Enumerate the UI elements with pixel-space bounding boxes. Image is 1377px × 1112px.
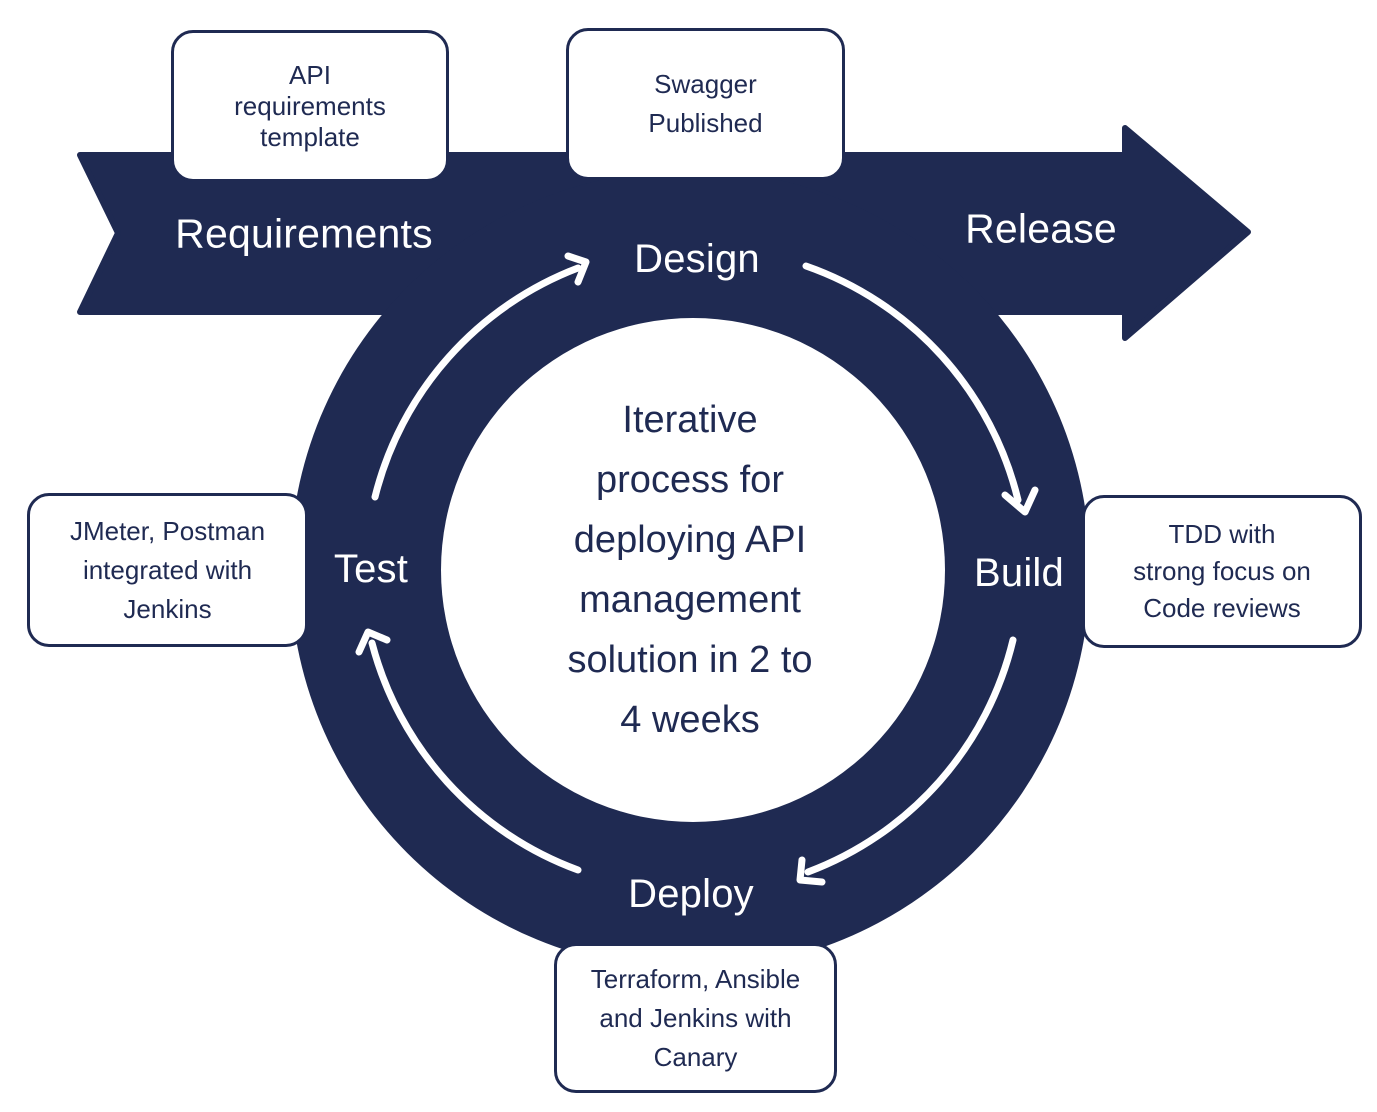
- arrowhead-build: [1001, 486, 1039, 516]
- arrowhead-design: [564, 252, 590, 286]
- release-label: Release: [965, 205, 1117, 252]
- note-test-text: JMeter, Postman integrated with Jenkins: [69, 515, 266, 624]
- note-build: TDD with strong focus on Code reviews: [1082, 495, 1362, 648]
- center-text-content: Iterative process for deploying API mana…: [567, 399, 813, 741]
- stage-test-label: Test: [333, 547, 409, 591]
- clockwise-arrow-icon: [368, 262, 1022, 876]
- cycle-center-disc: [441, 318, 945, 822]
- note-test: JMeter, Postman integrated with Jenkins: [27, 493, 308, 647]
- note-design-text: Swagger Published: [648, 69, 763, 138]
- note-requirements: API requirements template: [171, 30, 449, 182]
- note-deploy-text: Terraform, Ansible and Jenkins with Cana…: [590, 963, 801, 1072]
- stage-design-label: Design: [634, 237, 760, 281]
- note-deploy: Terraform, Ansible and Jenkins with Cana…: [554, 943, 837, 1093]
- note-requirements-text: API requirements template: [234, 59, 386, 152]
- note-design: Swagger Published: [566, 28, 845, 180]
- requirements-label: Requirements: [175, 210, 433, 257]
- arrow-test-to-design: [371, 264, 582, 501]
- arrowhead-deploy: [796, 856, 826, 886]
- arrow-heads: [355, 252, 1039, 886]
- arrow-design-to-build: [802, 262, 1022, 504]
- cycle-center-text: Iterative process for deploying API mana…: [480, 385, 900, 755]
- arrow-deploy-to-test: [368, 639, 582, 874]
- stage-deploy-label: Deploy: [628, 872, 754, 916]
- stage-build-label: Build: [974, 551, 1064, 595]
- note-build-text: TDD with strong focus on Code reviews: [1133, 519, 1311, 623]
- arrow-build-to-deploy: [804, 636, 1017, 876]
- arrowhead-test: [355, 628, 391, 656]
